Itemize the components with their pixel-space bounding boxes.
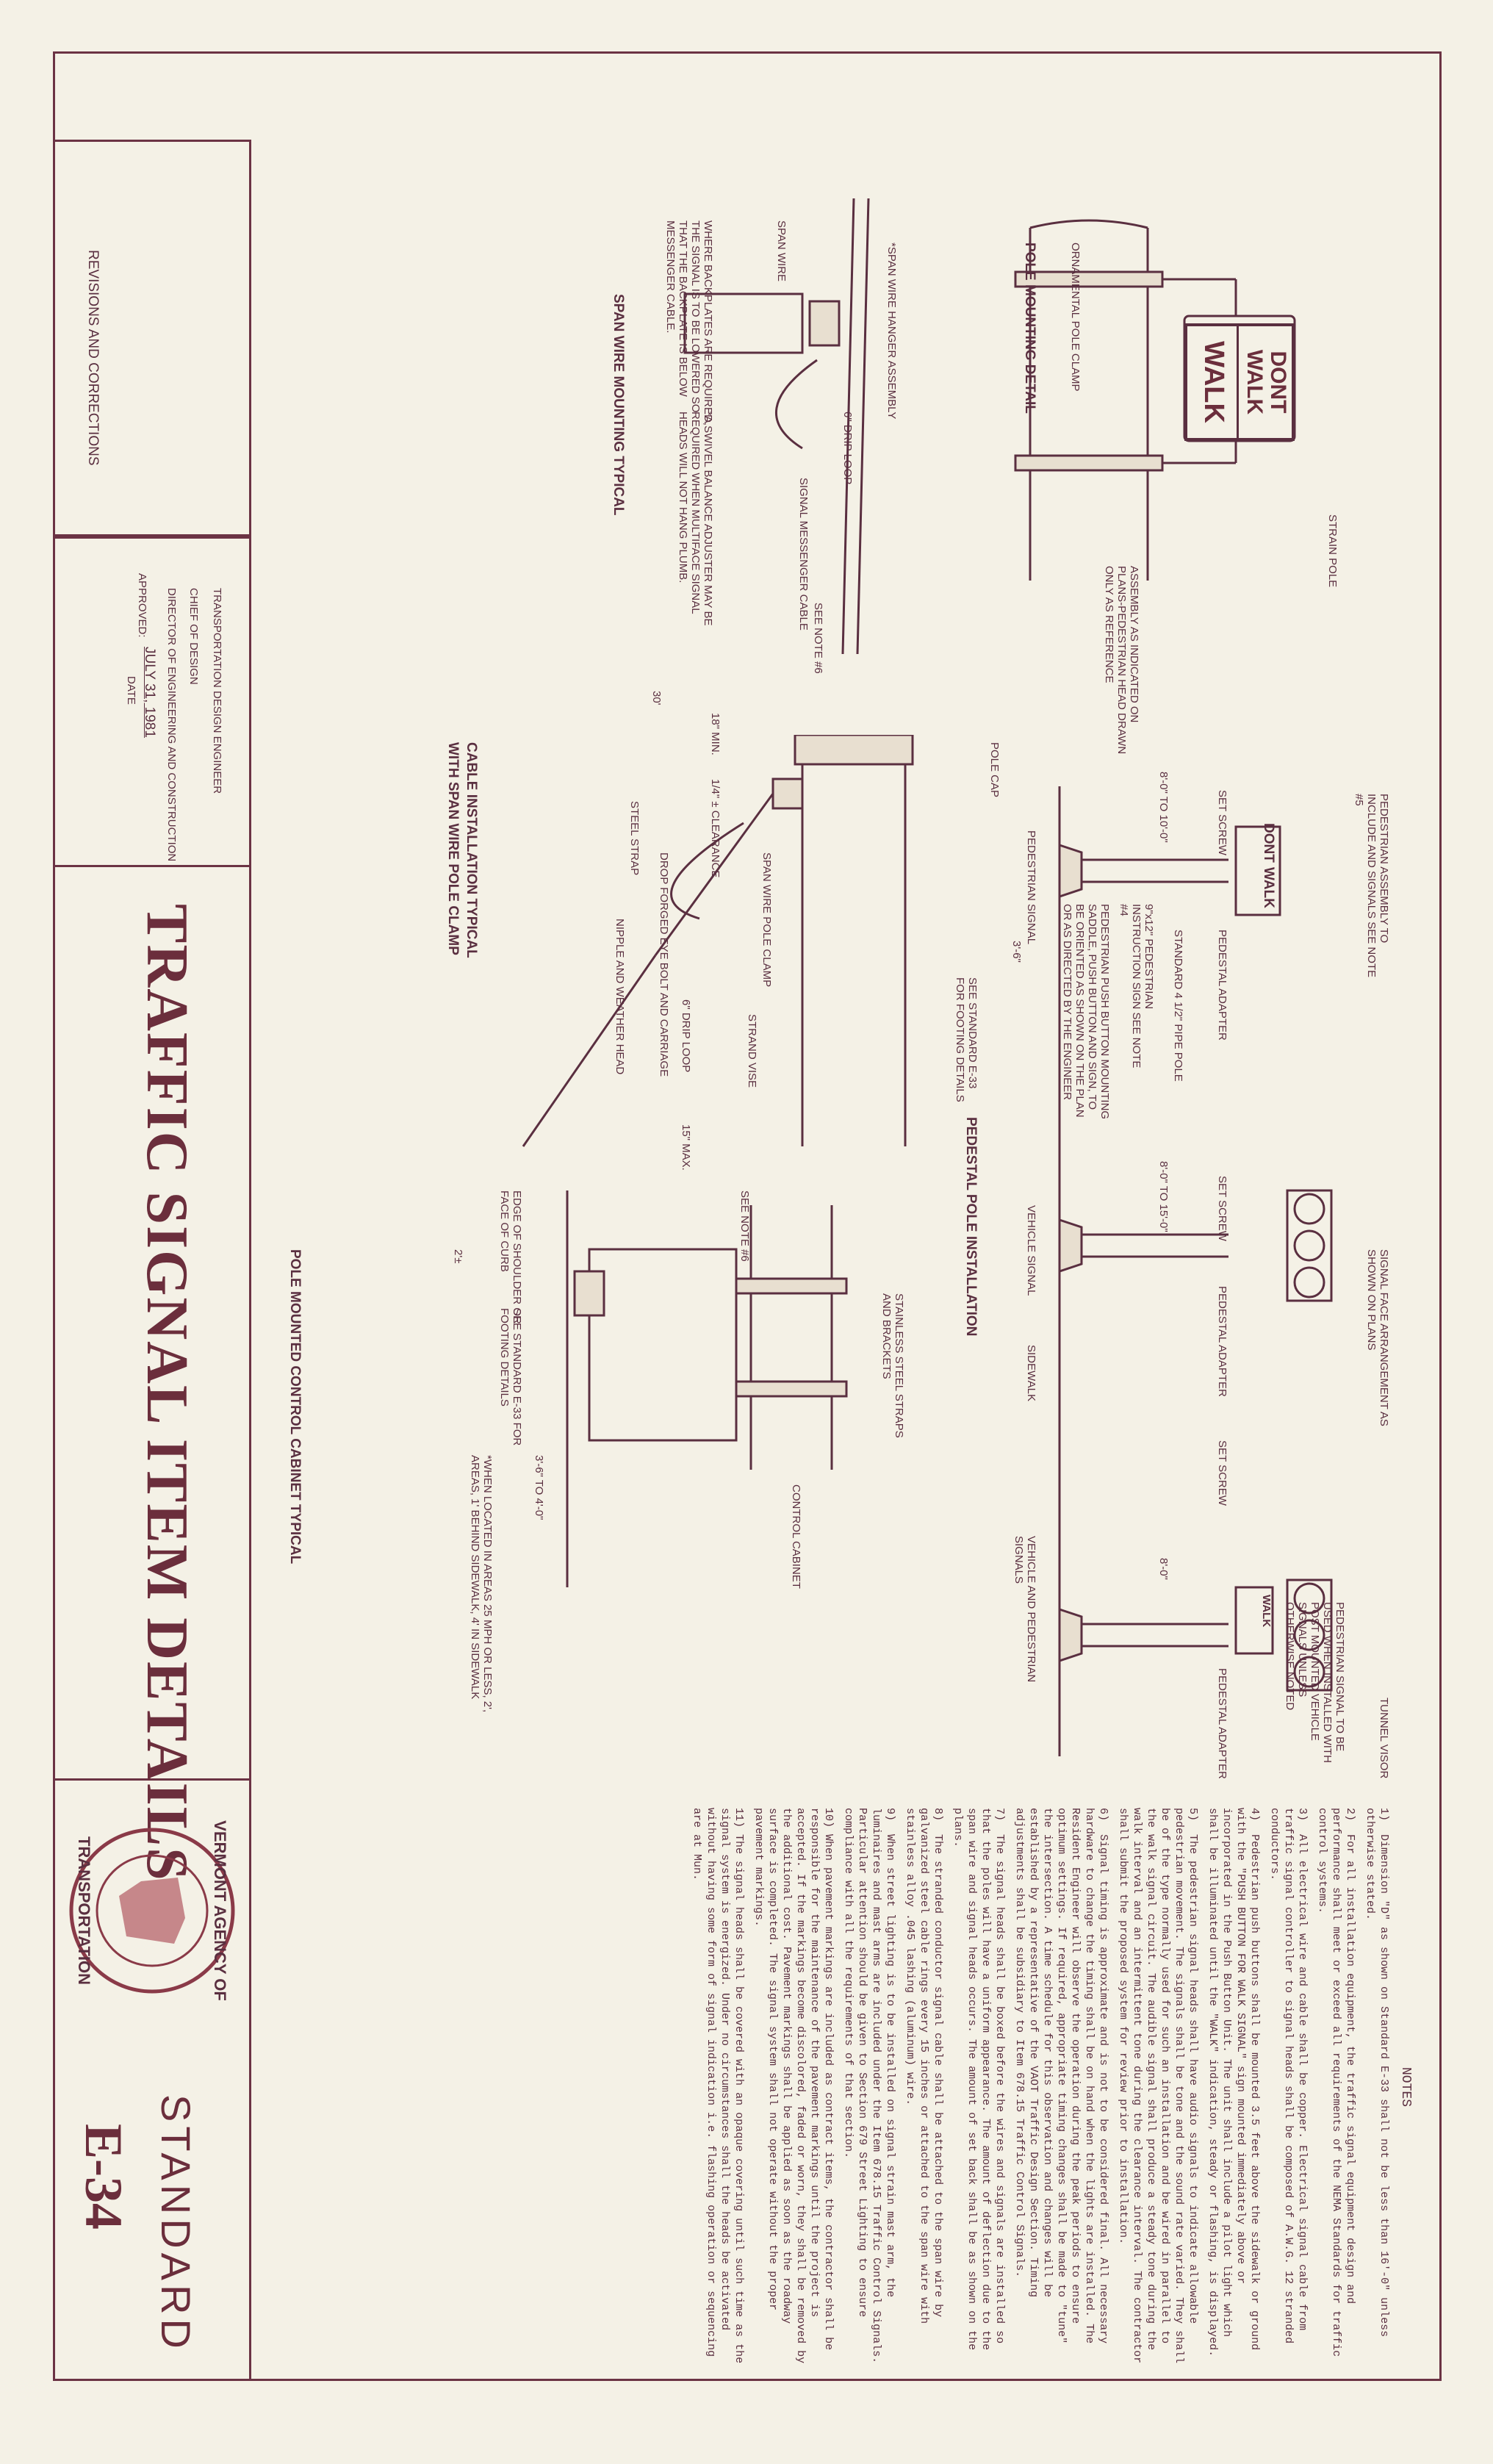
tunnel-visor-label: TUNNEL VISOR (1378, 1698, 1390, 1779)
dim30-label: 30' (650, 691, 663, 705)
agency-top-text: VERMONT AGENCY OF (211, 1820, 229, 2001)
pole-clamp-label: ORNAMENTAL POLE CLAMP (1069, 243, 1082, 392)
span-note6-label: SEE NOTE #6 (812, 603, 824, 674)
both-height-label: 8'-0" (1157, 1558, 1170, 1580)
dim34-label: 3'-6" TO 4'-0" (533, 1455, 545, 1520)
approved-label: APPROVED: (136, 573, 148, 638)
messenger-label: SIGNAL MESSENGER CABLE (797, 478, 810, 631)
pedestal-detail (1058, 786, 1333, 1756)
ped-dont-walk-small: DONT (1261, 823, 1276, 863)
cable-install-detail (522, 735, 914, 1147)
span-wire-detail (683, 198, 870, 655)
strand-vise-label: STRAND VISE (746, 1014, 758, 1088)
note-3: 3) All electrical wire and cable shall b… (1268, 1808, 1309, 2351)
veh-set-screw-label: SET SCREW (1216, 1176, 1228, 1241)
director-label: DIRECTOR OF ENGINEERING AND CONSTRUCTION (165, 588, 178, 862)
note-2: 2) For all installation equipment, the t… (1316, 1808, 1356, 2364)
notes-section: NOTES 1) Dimension "D" as shown on Stand… (684, 1808, 1413, 2371)
both-adapter-label: PEDESTAL ADAPTER (1216, 1668, 1228, 1779)
sidewalk-label: SIDEWALK (1025, 1345, 1037, 1401)
cable-title-1: CABLE INSTALLATION TYPICAL (464, 742, 479, 958)
cable-drip-label: 6" DRIP LOOP (680, 999, 692, 1073)
hanger-label: *SPAN WIRE HANGER ASSEMBLY (885, 243, 898, 420)
dont-walk-sign: DONT WALK WALK (1184, 323, 1295, 441)
face-arrangement-label: SIGNAL FACE ARRANGEMENT AS SHOWN ON PLAN… (1365, 1249, 1390, 1426)
steel-strap-label: STEEL STRAP (628, 801, 641, 876)
vermont-agency-seal: VERMONT AGENCY OF TRANSPORTATION (69, 1820, 235, 2001)
nipple-label: NIPPLE AND WEATHER HEAD (614, 919, 626, 1075)
swivel-note: *A SWIVEL BALANCE ADJUSTER MAY BE REQUIR… (677, 412, 714, 626)
ped-set-screw-label: SET SCREW (1216, 790, 1228, 855)
ped-adapter-label: PEDESTAL ADAPTER (1216, 930, 1228, 1041)
revisions-box (53, 140, 251, 536)
sheet-title: TRAFFIC SIGNAL ITEM DETAILS (134, 904, 199, 1882)
pedestal-title: PEDESTAL POLE INSTALLATION (963, 1117, 979, 1337)
ped-height-label: 8'-0" TO 10'-0" (1157, 772, 1170, 843)
span-wire-title: SPAN WIRE MOUNTING TYPICAL (611, 294, 626, 516)
notes-heading: NOTES (1398, 2066, 1413, 2107)
both-set-screw-label: SET SCREW (1216, 1440, 1228, 1506)
cable-title-2: WITH SPAN WIRE POLE CLAMP (445, 742, 461, 955)
sign-walk-text-2: WALK (1198, 341, 1229, 423)
ped-signal-label: PEDESTRIAN SIGNAL (1025, 830, 1037, 945)
strain-pole-label: STRAIN POLE (1326, 514, 1339, 588)
note-6: 6) Signal timing is approximate and is n… (1013, 1808, 1109, 2351)
pipe-pole-label: STANDARD 4 1/2" PIPE POLE (1172, 930, 1184, 1082)
agency-bottom-text: TRANSPORTATION (75, 1836, 93, 1985)
both-signal-label: VEHICLE AND PEDESTRIAN SIGNALS (1012, 1536, 1037, 1683)
approved-date: JULY 31, 1981 (142, 647, 157, 738)
min-label: 18" MIN. (709, 713, 722, 755)
note-5: 5) The pedestrian signal heads shall hav… (1117, 1808, 1199, 2371)
ped-signal-note: PEDESTRIAN SIGNAL TO BE USED WHEN INSTAL… (1284, 1602, 1346, 1763)
cabinet-detail (566, 1190, 848, 1587)
chief-label: CHIEF OF DESIGN (187, 588, 200, 685)
ped-footing-label: SEE STANDARD E-33 FOR FOOTING DETAILS (954, 977, 979, 1102)
straps-label: STAINLESS STEEL STRAPS AND BRACKETS (880, 1293, 905, 1438)
note-8: 8) The stranded conductor signal cable s… (904, 1808, 944, 2331)
trans-eng-label: TRANSPORTATION DESIGN ENGINEER (211, 588, 223, 794)
max15-label: 15" MAX. (680, 1124, 692, 1171)
instruction-sign-label: 9"x12" PEDESTRIAN INSTRUCTION SIGN SEE N… (1118, 904, 1155, 1068)
span-clamp-label: SPAN WIRE POLE CLAMP (760, 852, 773, 988)
push-button-label: PEDESTRIAN PUSH BUTTON MOUNTING SADDLE, … (1061, 904, 1111, 1120)
cabinet-title: POLE MOUNTED CONTROL CABINET TYPICAL (287, 1249, 303, 1565)
cabinet-footing-label: SEE STANDARD E-33 FOR FOOTING DETAILS (498, 1308, 523, 1446)
sign-walk-text: WALK (1242, 349, 1267, 415)
note-11: 11) The signal heads shall be covered wi… (691, 1808, 745, 2371)
dim36-label: 3'-6" (1010, 941, 1023, 963)
span-drip-label: 6" DRIP LOOP (841, 412, 854, 485)
veh-height-label: 8'-0" TO 15'-0" (1157, 1161, 1170, 1232)
veh-adapter-label: PEDESTAL ADAPTER (1216, 1286, 1228, 1397)
standard-label: STANDARD (153, 2094, 199, 2353)
date-label: DATE (125, 676, 137, 705)
assembly-note: ASSEMBLY AS INDICATED ON PLANS-PEDESTRIA… (1103, 566, 1140, 755)
both-walk-small: WALK (1260, 1595, 1273, 1628)
eye-bolt-label: DROP FORGED EYE BOLT AND CARRIAGE (658, 852, 670, 1077)
backplate-note: WHERE BACKPLATES ARE REQUIRED, THE SIGNA… (664, 220, 714, 425)
note-4: 4) Pedestrian push buttons shall be moun… (1206, 1808, 1261, 2357)
veh-signal-label: VEHICLE SIGNAL (1025, 1205, 1037, 1296)
standard-number: E-34 (74, 2124, 133, 2230)
revisions-label: REVISIONS AND CORRECTIONS (85, 250, 101, 466)
dim2-label: 2'± (452, 1249, 464, 1264)
note-10: 10) When pavement markings are included … (752, 1808, 835, 2371)
note-1: 1) Dimension "D" as shown on Standard E-… (1364, 1808, 1390, 2344)
ped-walk-small: WALK (1261, 867, 1276, 908)
clearance-label: 1/4" ± CLEARANCE (709, 779, 722, 878)
when-located-note: *WHEN LOCATED IN AREAS 25 MPH OR LESS, 2… (469, 1455, 494, 1713)
sign-dont-text: DONT (1266, 351, 1290, 414)
note-7: 7) The signal heads shall be boxed befor… (951, 1808, 1006, 2357)
pole-mounting-title: POLE MOUNTING DETAIL (1022, 243, 1037, 414)
span-wire-label: SPAN WIRE (775, 220, 788, 282)
ped-assembly-label: PEDESTRIAN ASSEMBLY TO INCLUDE AND SIGNA… (1353, 794, 1390, 978)
note-9: 9) When street lighting is to be install… (842, 1808, 896, 2371)
cabinet-label: CONTROL CABINET (790, 1484, 802, 1589)
